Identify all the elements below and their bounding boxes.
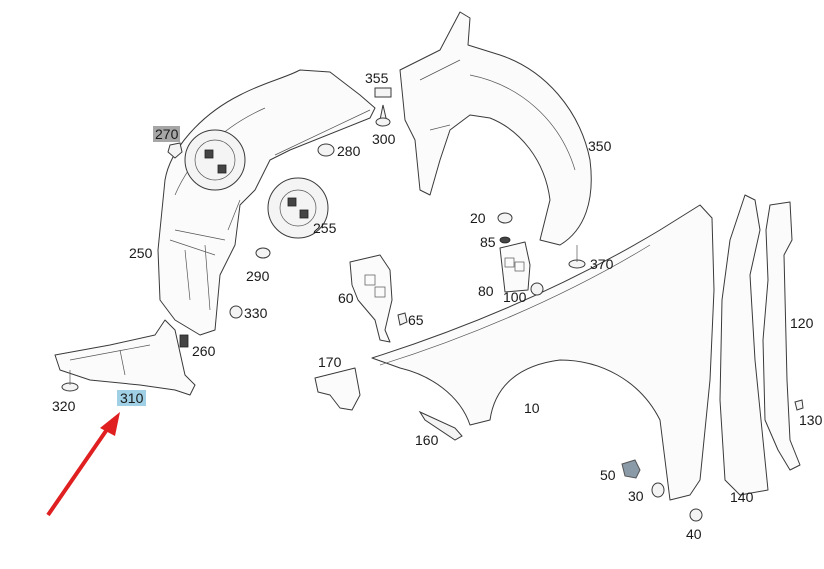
part-100-nut: [530, 282, 544, 296]
part-330-screw: [229, 305, 243, 319]
part-120-seal: [762, 201, 801, 471]
callout-350[interactable]: 350: [588, 138, 612, 154]
part-280-nut: [317, 143, 335, 157]
callout-310[interactable]: 310: [117, 390, 147, 406]
callout-280[interactable]: 280: [337, 143, 361, 159]
part-270-clip: [167, 142, 183, 159]
part-255-cover-disc: [267, 177, 329, 239]
part-40-nut: [689, 508, 703, 522]
part-50-plug: [621, 459, 641, 479]
callout-85[interactable]: 85: [480, 234, 496, 250]
callout-30[interactable]: 30: [628, 488, 644, 504]
callout-270[interactable]: 270: [153, 126, 181, 142]
part-355-clip: [374, 87, 392, 98]
callout-50[interactable]: 50: [600, 467, 616, 483]
callout-250[interactable]: 250: [129, 245, 153, 261]
callout-60[interactable]: 60: [338, 290, 354, 306]
callout-140[interactable]: 140: [730, 489, 754, 505]
callout-160[interactable]: 160: [415, 432, 439, 448]
callout-10[interactable]: 10: [524, 400, 540, 416]
part-160-clip: [418, 410, 463, 441]
callout-370[interactable]: 370: [590, 256, 614, 272]
part-130-clip: [794, 399, 804, 411]
part-60-bracket: [349, 254, 393, 343]
part-310-lower-shield: [54, 319, 196, 396]
part-10-fender: [371, 204, 715, 501]
callout-330[interactable]: 330: [244, 305, 268, 321]
callout-100[interactable]: 100: [503, 289, 527, 305]
part-250-wheel-arch-liner: [157, 69, 376, 336]
callout-355[interactable]: 355: [365, 70, 389, 86]
part-85-nut: [499, 236, 511, 244]
part-80-bracket: [499, 241, 531, 293]
callout-120[interactable]: 120: [790, 315, 814, 331]
callout-40[interactable]: 40: [686, 526, 702, 542]
callout-255[interactable]: 255: [313, 220, 337, 236]
callout-260[interactable]: 260: [192, 343, 216, 359]
callout-300[interactable]: 300: [372, 131, 396, 147]
callout-170[interactable]: 170: [318, 354, 342, 370]
callout-80[interactable]: 80: [478, 283, 494, 299]
fasteners: [61, 87, 804, 522]
part-140-trim: [719, 194, 769, 496]
arrow-up-right-icon: [46, 412, 120, 517]
part-30-clip: [651, 482, 665, 498]
part-20-screw: [497, 212, 513, 224]
callout-320[interactable]: 320: [52, 398, 76, 414]
part-290-screw: [255, 247, 271, 259]
callout-290[interactable]: 290: [246, 268, 270, 284]
callout-130[interactable]: 130: [799, 412, 823, 428]
part-350-front-liner: [399, 11, 592, 246]
part-170-bracket: [314, 367, 361, 411]
callout-65[interactable]: 65: [408, 312, 424, 328]
callout-20[interactable]: 20: [470, 210, 486, 226]
part-65-clip: [397, 312, 408, 326]
